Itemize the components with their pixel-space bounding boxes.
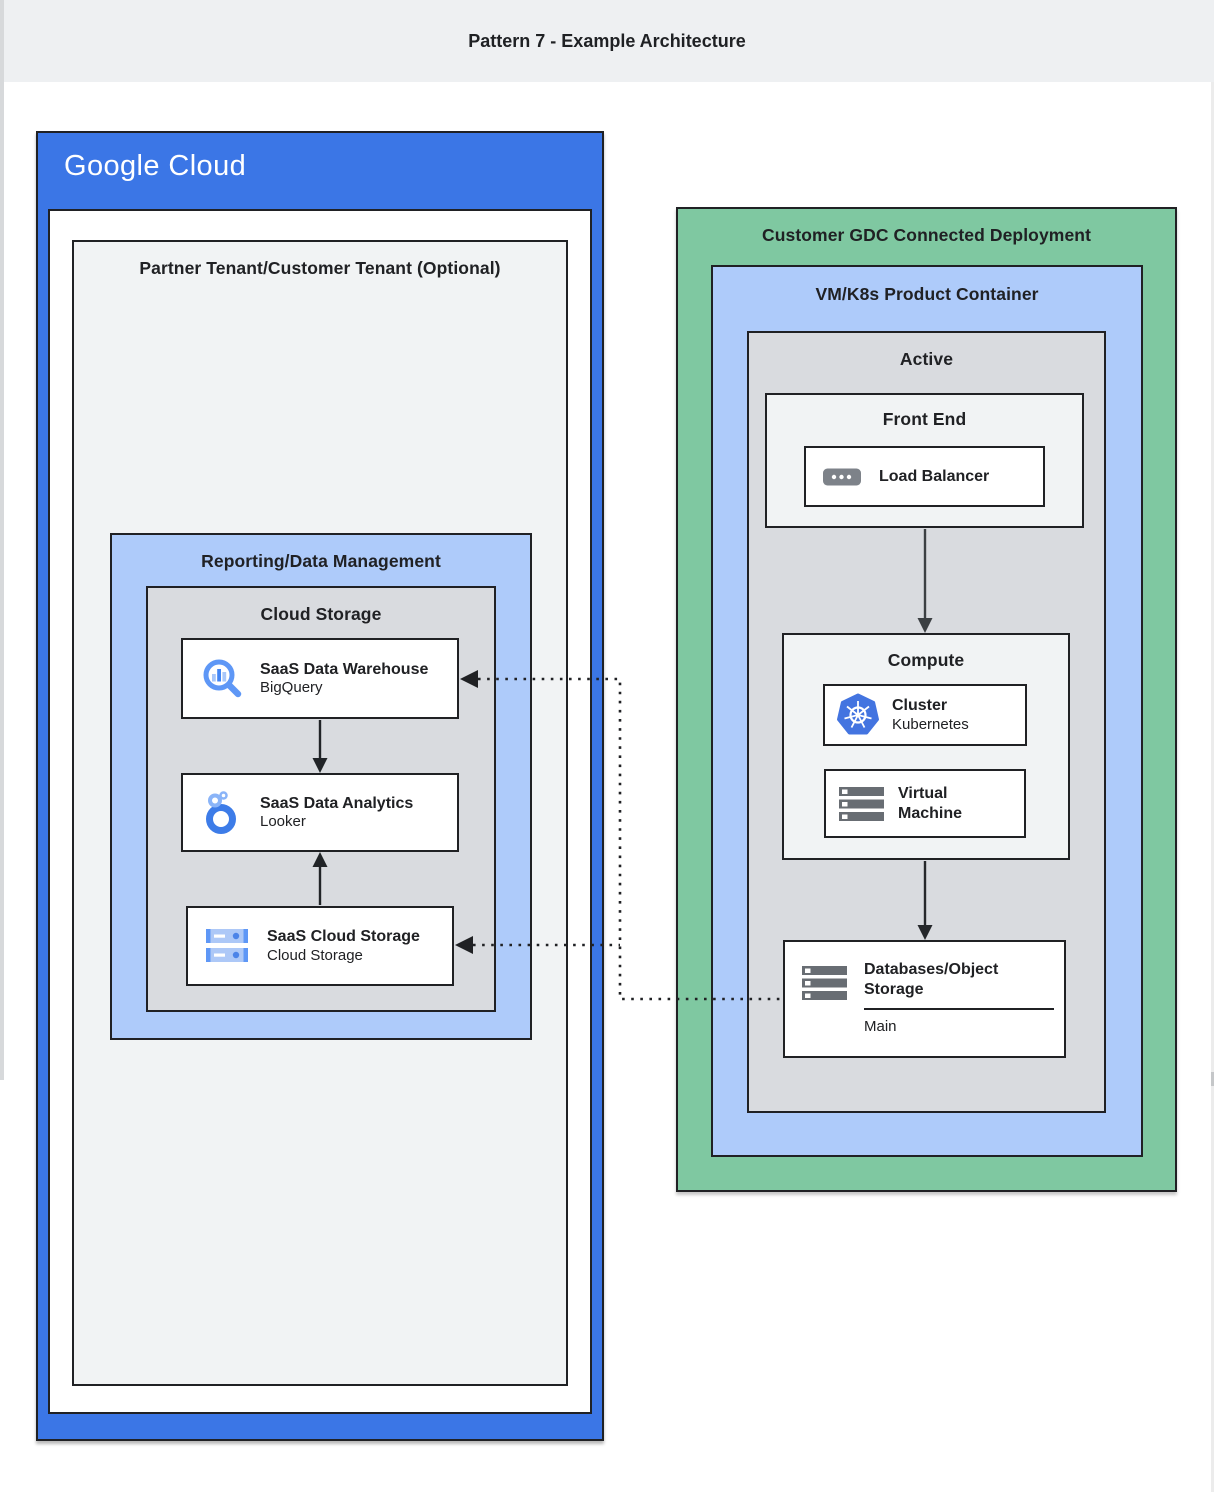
cluster-title: Cluster	[892, 697, 948, 715]
database-storage-icon	[802, 966, 847, 1000]
page-right-edge	[1211, 82, 1214, 1492]
load-balancer-card: Load Balancer	[804, 446, 1045, 507]
cluster-subtitle: Kubernetes	[892, 715, 969, 733]
saas-cloud-storage-card: SaaS Cloud Storage Cloud Storage	[186, 906, 454, 986]
reporting-title: Reporting/Data Management	[201, 551, 441, 571]
compute-title: Compute	[887, 650, 965, 670]
partner-tenant-title: Partner Tenant/Customer Tenant (Optional…	[139, 258, 501, 278]
databases-divider	[864, 1008, 1054, 1011]
saas-data-analytics-subtitle: Looker	[260, 813, 306, 831]
google-cloud-logo: Google Cloud	[64, 150, 247, 182]
load-balancer-icon	[823, 468, 861, 485]
page-right-edge-notch	[1211, 1072, 1214, 1086]
cloud-storage-title: Cloud Storage	[260, 604, 382, 624]
header-bar: Pattern 7 - Example Architecture	[0, 0, 1214, 82]
databases-object-storage-card: Databases/Object Storage Main	[783, 940, 1066, 1058]
virtual-machine-title: Virtual Machine	[898, 784, 963, 822]
saas-data-warehouse-card: SaaS Data Warehouse BigQuery	[181, 638, 459, 719]
virtual-machine-icon	[839, 786, 884, 821]
vmk8s-title: VM/K8s Product Container	[815, 284, 1039, 304]
databases-main-label: Main	[864, 1018, 897, 1036]
saas-cloud-storage-title: SaaS Cloud Storage	[267, 928, 420, 946]
load-balancer-label: Load Balancer	[879, 467, 990, 485]
gdc-deployment-title: Customer GDC Connected Deployment	[761, 225, 1092, 245]
front-end-title: Front End	[882, 409, 967, 429]
saas-data-warehouse-subtitle: BigQuery	[260, 679, 323, 697]
databases-title: Databases/Object Storage	[864, 961, 999, 998]
saas-cloud-storage-subtitle: Cloud Storage	[267, 946, 363, 964]
page-title: Pattern 7 - Example Architecture	[468, 30, 746, 51]
cluster-card: Cluster Kubernetes	[823, 684, 1027, 746]
page-left-edge	[0, 0, 4, 1080]
looker-icon	[206, 790, 236, 834]
saas-data-analytics-title: SaaS Data Analytics	[260, 794, 414, 812]
saas-data-analytics-card: SaaS Data Analytics Looker	[181, 773, 459, 852]
kubernetes-icon	[837, 693, 879, 735]
cloud-storage-icon	[206, 929, 248, 962]
saas-data-warehouse-title: SaaS Data Warehouse	[260, 660, 429, 678]
bigquery-icon	[203, 659, 242, 697]
virtual-machine-card: Virtual Machine	[824, 769, 1026, 838]
active-title: Active	[899, 349, 954, 369]
